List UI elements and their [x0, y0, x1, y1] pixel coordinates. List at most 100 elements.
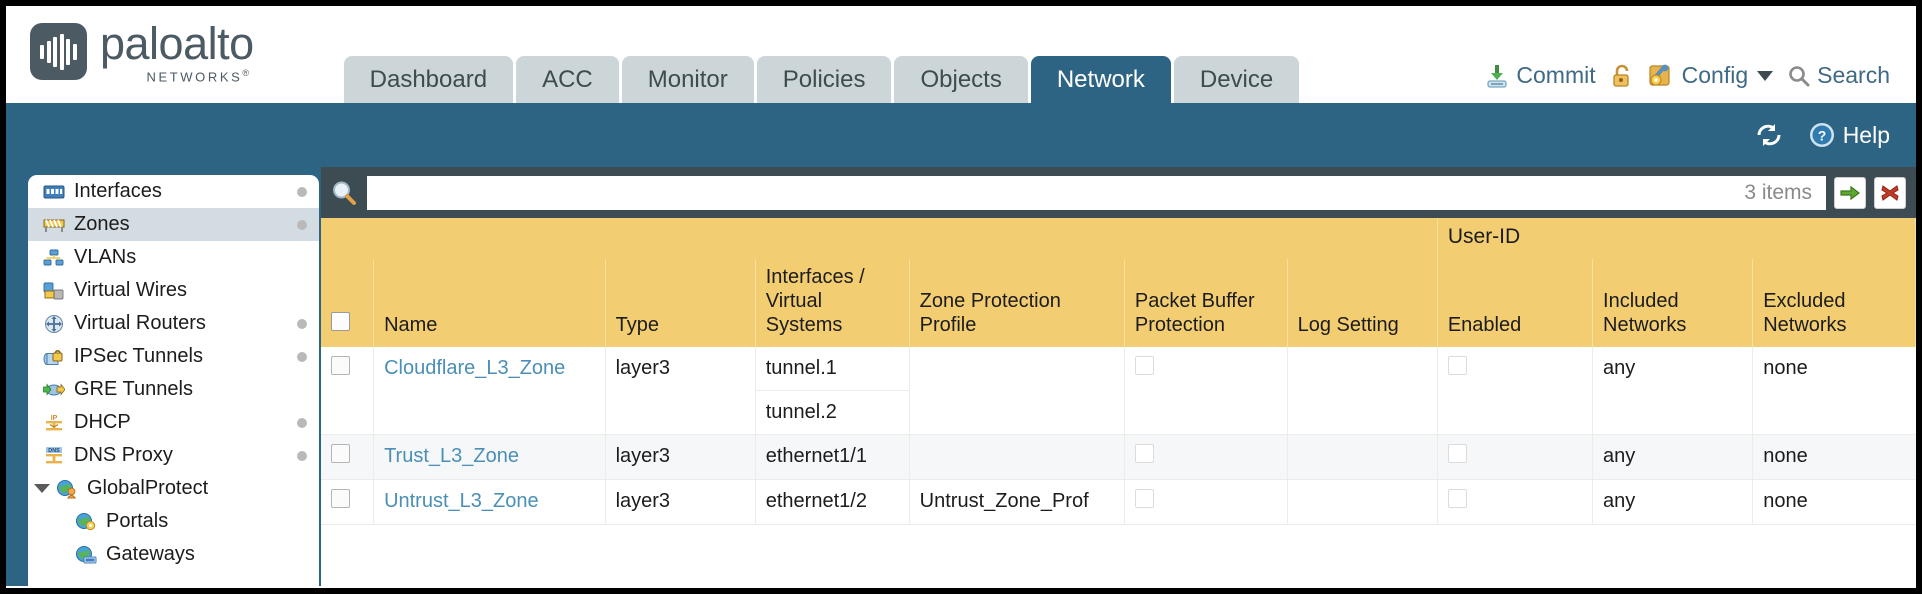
ipsec-tunnels-icon — [42, 347, 66, 367]
column-header-zone-protection-profile[interactable]: Zone Protection Profile — [909, 259, 1125, 348]
brand-name: paloalto — [100, 17, 254, 69]
lock-button[interactable] — [1610, 63, 1634, 89]
search-input-wrapper[interactable]: 3 items — [367, 175, 1826, 210]
search-button[interactable]: Search — [1787, 62, 1890, 89]
column-header-userid-enabled[interactable]: Enabled — [1437, 259, 1594, 348]
red-x-clear-icon — [1879, 183, 1901, 203]
cell-name[interactable]: Untrust_L3_Zone — [373, 479, 606, 526]
globalprotect-icon — [55, 479, 79, 499]
cell-name[interactable]: Cloudflare_L3_Zone — [373, 347, 606, 436]
sidebar-item-zones[interactable]: Zones — [28, 208, 319, 241]
sidebar-item-label: Zones — [74, 213, 130, 235]
sidebar-item-portals[interactable]: Portals — [28, 505, 319, 538]
app-body: Interfaces Zones — [6, 167, 1916, 586]
cell-zone-protection-profile — [909, 347, 1125, 436]
column-header-type[interactable]: Type — [605, 259, 756, 348]
cell-log-setting — [1287, 434, 1438, 481]
sidebar-item-gateways[interactable]: Gateways — [28, 538, 319, 571]
cell-name[interactable]: Trust_L3_Zone — [373, 434, 606, 481]
tab-policies[interactable]: Policies — [756, 56, 892, 103]
apply-filter-button[interactable] — [1834, 176, 1866, 209]
table-header-row: Name Type Interfaces / Virtual Systems Z… — [321, 259, 1916, 348]
column-header-log-setting[interactable]: Log Setting — [1287, 259, 1438, 348]
dhcp-icon: IP — [42, 413, 66, 433]
cell-packet-buffer-protection[interactable] — [1124, 434, 1288, 481]
tree-expand-toggle-icon[interactable] — [34, 484, 50, 493]
row-checkbox[interactable] — [331, 444, 350, 464]
userid-enabled-checkbox[interactable] — [1447, 444, 1467, 464]
config-menu[interactable]: Config — [1648, 62, 1774, 89]
brand-trademark: ® — [242, 67, 252, 78]
sidebar-item-ipsec-tunnels[interactable]: IPSec Tunnels — [28, 340, 319, 373]
select-all-header[interactable] — [321, 259, 375, 348]
cell-userid-enabled[interactable] — [1437, 434, 1594, 481]
row-select-cell[interactable] — [321, 434, 375, 481]
sidebar-item-label: Virtual Routers — [74, 312, 206, 334]
packet-buffer-protection-checkbox[interactable] — [1134, 356, 1154, 376]
sidebar-item-virtual-wires[interactable]: Virtual Wires — [28, 274, 319, 307]
select-all-checkbox[interactable] — [331, 312, 350, 332]
svg-text:IP: IP — [51, 415, 58, 422]
sidebar-item-virtual-routers[interactable]: Virtual Routers — [28, 307, 319, 340]
search-magnifier-icon[interactable] — [329, 178, 359, 208]
row-select-cell[interactable] — [321, 347, 375, 436]
zones-table: User-ID Name Type Interfaces / Virtual S… — [321, 218, 1916, 526]
table-row[interactable]: Trust_L3_Zone layer3 ethernet1/1 — [321, 434, 1916, 481]
zone-name-link[interactable]: Cloudflare_L3_Zone — [384, 357, 566, 380]
column-header-included-networks[interactable]: Included Networks — [1592, 259, 1754, 348]
brand-tagline: NETWORKS® — [146, 67, 252, 84]
column-header-packet-buffer-protection[interactable]: Packet Buffer Protection — [1124, 259, 1288, 348]
cell-interface: ethernet1/1 — [755, 434, 910, 481]
tab-acc[interactable]: ACC — [516, 56, 619, 103]
sidebar-item-dhcp[interactable]: IP DHCP — [28, 406, 319, 439]
gateways-icon — [74, 545, 98, 565]
sidebar-item-dns-proxy[interactable]: DNS DNS Proxy — [28, 439, 319, 472]
table-row-continuation[interactable]: tunnel.2 — [321, 390, 1916, 436]
cell-included-networks: any — [1592, 479, 1754, 526]
zones-table-container[interactable]: User-ID Name Type Interfaces / Virtual S… — [321, 218, 1916, 586]
zone-name-link[interactable]: Untrust_L3_Zone — [384, 490, 539, 513]
userid-enabled-checkbox[interactable] — [1447, 356, 1467, 376]
tab-dashboard[interactable]: Dashboard — [343, 56, 514, 103]
userid-enabled-checkbox[interactable] — [1447, 489, 1467, 509]
main-nav-tabs: Dashboard ACC Monitor Policies Objects N… — [343, 56, 1300, 103]
sidebar-item-vlans[interactable]: VLANs — [28, 241, 319, 274]
zone-name-link[interactable]: Trust_L3_Zone — [384, 445, 519, 468]
search-input[interactable] — [377, 181, 1745, 204]
row-checkbox[interactable] — [331, 489, 350, 509]
column-header-interfaces[interactable]: Interfaces / Virtual Systems — [755, 259, 910, 348]
cell-userid-enabled[interactable] — [1437, 347, 1594, 436]
sidebar-item-label: IPSec Tunnels — [74, 345, 203, 367]
clear-filter-button[interactable] — [1874, 176, 1906, 209]
cell-log-setting — [1287, 347, 1438, 436]
status-dot — [297, 450, 307, 461]
cell-zone-protection-profile: Untrust_Zone_Prof — [909, 479, 1125, 526]
cell-type: layer3 — [605, 347, 756, 436]
row-select-cell[interactable] — [321, 479, 375, 526]
cell-userid-enabled[interactable] — [1437, 479, 1594, 526]
table-row[interactable]: Untrust_L3_Zone layer3 ethernet1/2 Untru… — [321, 479, 1916, 526]
tab-monitor[interactable]: Monitor — [621, 56, 754, 103]
column-header-name[interactable]: Name — [373, 259, 606, 348]
app-header: paloalto NETWORKS® Dashboard ACC Monitor… — [6, 6, 1916, 103]
sidebar-item-globalprotect[interactable]: GlobalProtect — [28, 472, 319, 505]
column-header-excluded-networks[interactable]: Excluded Networks — [1752, 259, 1916, 348]
sidebar-item-interfaces[interactable]: Interfaces — [28, 175, 319, 208]
tab-device[interactable]: Device — [1173, 56, 1300, 103]
sidebar-item-gre-tunnels[interactable]: GRE Tunnels — [28, 373, 319, 406]
help-button[interactable]: ? Help — [1808, 121, 1890, 149]
sidebar-item-label: Interfaces — [74, 180, 162, 202]
row-checkbox[interactable] — [331, 356, 350, 376]
cell-packet-buffer-protection[interactable] — [1124, 479, 1288, 526]
refresh-button[interactable] — [1755, 122, 1790, 148]
tab-network[interactable]: Network — [1030, 56, 1171, 103]
table-row[interactable]: Cloudflare_L3_Zone layer3 tunnel.1 — [321, 347, 1916, 436]
cell-packet-buffer-protection[interactable] — [1124, 347, 1288, 436]
tab-objects[interactable]: Objects — [894, 56, 1028, 103]
packet-buffer-protection-checkbox[interactable] — [1134, 444, 1154, 464]
packet-buffer-protection-checkbox[interactable] — [1134, 489, 1154, 509]
svg-text:DNS: DNS — [48, 448, 60, 454]
main-panel: 3 items — [321, 167, 1916, 586]
cell-included-networks: any — [1592, 347, 1754, 436]
commit-button[interactable]: Commit — [1484, 62, 1596, 89]
